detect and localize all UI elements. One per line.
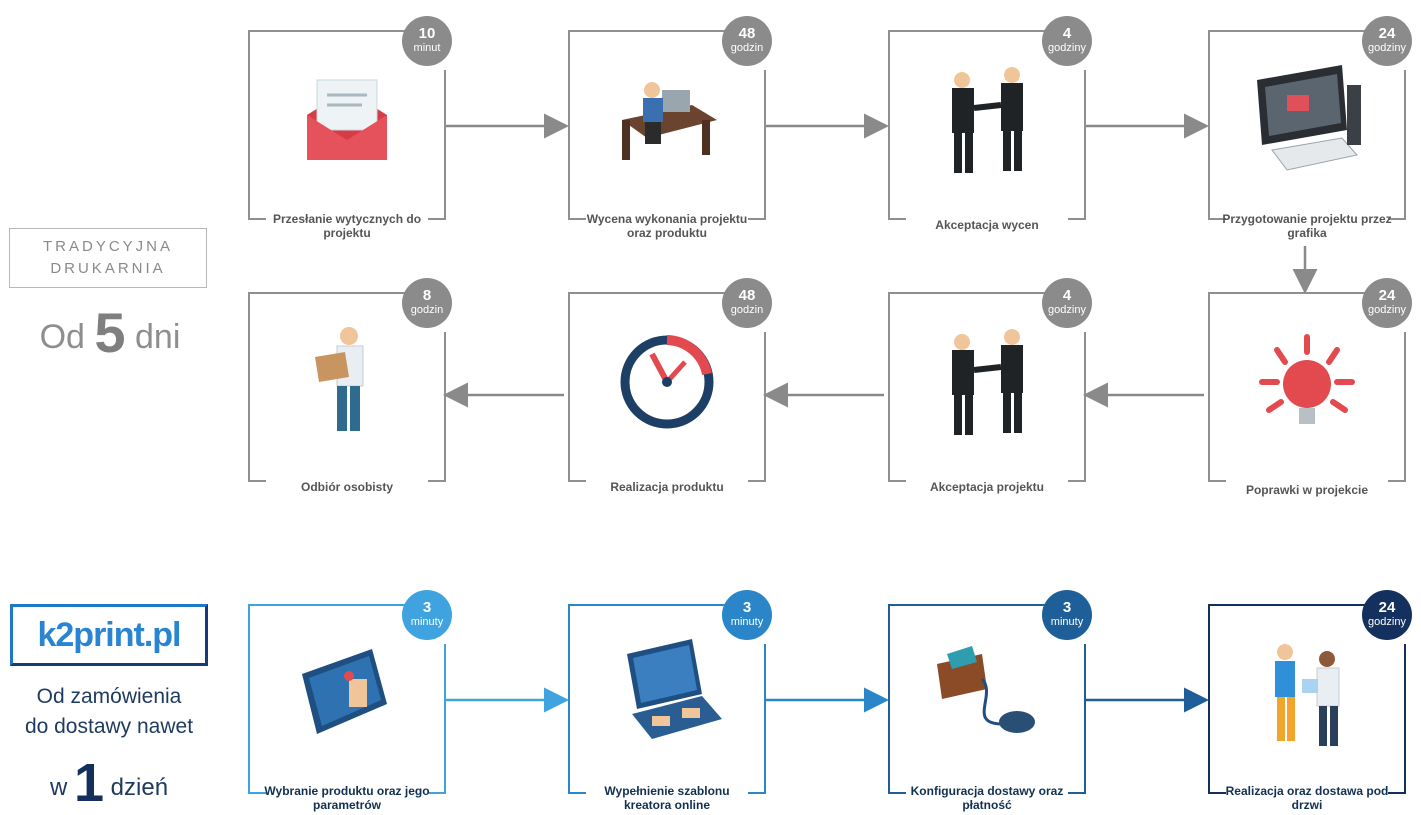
step-caption: Wycena wykonania projektu oraz produktu	[586, 212, 748, 240]
days-prefix: Od	[39, 318, 85, 356]
step-caption: Akceptacja projektu	[929, 480, 1045, 494]
day-value: 1	[73, 753, 104, 813]
badge-value: 48	[738, 287, 756, 304]
clock-icon	[607, 322, 727, 442]
k2print-tagline-line1: Od zamówienia	[36, 685, 182, 708]
handshake-icon	[927, 322, 1047, 442]
badge-unit: minut	[413, 42, 441, 54]
computer-icon	[1247, 60, 1367, 180]
step-caption: Odbiór osobisty	[300, 480, 393, 494]
step-caption: Konfiguracja dostawy oraz płatność	[910, 784, 1064, 812]
wallet-mouse-icon	[927, 634, 1047, 754]
step-caption: Przygotowanie projektu przez grafika	[1222, 212, 1392, 240]
day-prefix: w	[49, 774, 68, 801]
badge-value: 24	[1378, 599, 1396, 616]
badge-value: 3	[742, 599, 752, 616]
badge-value: 8	[422, 287, 432, 304]
tablet-icon	[287, 634, 407, 754]
badge-value: 4	[1062, 287, 1072, 304]
envelope-icon	[287, 60, 407, 180]
delivery-icon	[1247, 634, 1367, 754]
badge-unit: godzin	[730, 304, 764, 316]
step-caption: Poprawki w projekcie	[1245, 483, 1369, 497]
badge-value: 10	[418, 25, 436, 42]
k2print-tagline-line2: do dostawy nawet	[24, 715, 194, 738]
day-suffix: dzień	[110, 774, 169, 801]
badge-unit: godziny	[1048, 304, 1086, 316]
badge-value: 24	[1378, 25, 1396, 42]
step-caption: Wypełnienie szablonu kreatora online	[604, 784, 730, 812]
badge-value: 4	[1062, 25, 1072, 42]
laptop-icon	[607, 634, 727, 754]
step-caption: Przesłanie wytycznych do projektu	[272, 212, 422, 240]
step-caption: Akceptacja wycen	[935, 218, 1039, 232]
badge-unit: minuty	[410, 616, 444, 628]
badge-unit: godziny	[1368, 304, 1406, 316]
traditional-label-line1: TRADYCYJNA	[42, 238, 173, 255]
days-suffix: dni	[135, 318, 181, 356]
badge-unit: godziny	[1368, 42, 1406, 54]
step-caption: Realizacja produktu	[610, 480, 724, 494]
k2print-logo-text: k2print.pl	[37, 616, 181, 654]
k2print-logo: k2print.pl	[10, 604, 208, 666]
badge-unit: minuty	[730, 616, 764, 628]
traditional-label-box: TRADYCYJNA DRUKARNIA	[9, 228, 207, 288]
badge-value: 3	[422, 599, 432, 616]
lightbulb-icon	[1247, 322, 1367, 442]
office-desk-icon	[607, 60, 727, 180]
badge-unit: godzin	[730, 42, 764, 54]
badge-value: 24	[1378, 287, 1396, 304]
badge-value: 3	[1062, 599, 1072, 616]
badge-unit: godziny	[1368, 616, 1406, 628]
traditional-duration: Od 5 dni	[0, 300, 220, 365]
k2print-duration: w 1 dzień	[0, 752, 218, 814]
days-value: 5	[94, 301, 126, 364]
badge-unit: godziny	[1048, 42, 1086, 54]
step-caption: Wybranie produktu oraz jego parametrów	[264, 784, 430, 812]
traditional-label-line2: DRUKARNIA	[50, 260, 166, 277]
badge-unit: minuty	[1050, 616, 1084, 628]
badge-unit: godzin	[410, 304, 444, 316]
step-caption: Realizacja oraz dostawa pod drzwi	[1225, 784, 1389, 812]
person-box-icon	[287, 322, 407, 442]
k2print-tagline: Od zamówienia do dostawy nawet	[0, 682, 218, 742]
handshake-icon	[927, 60, 1047, 180]
badge-value: 48	[738, 25, 756, 42]
